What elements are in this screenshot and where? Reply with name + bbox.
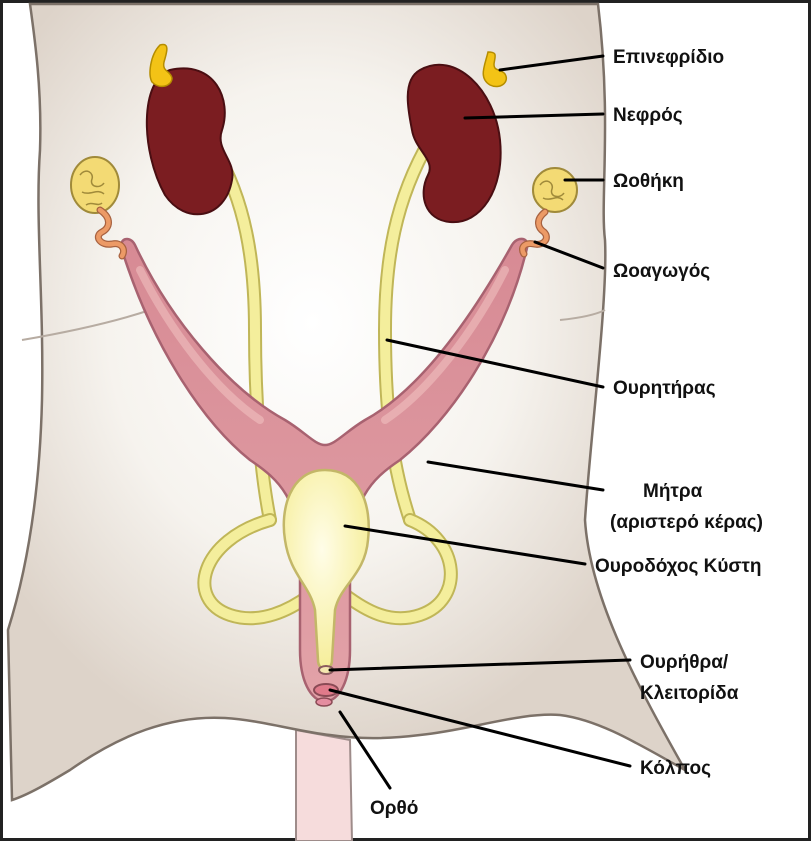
rectum-opening xyxy=(316,698,332,706)
label-rectum: Ορθό xyxy=(370,798,418,819)
tail xyxy=(296,730,352,841)
label-vagina: Κόλπος xyxy=(640,758,711,779)
label-adrenal: Επινεφρίδιο xyxy=(613,47,724,68)
label-bladder: Ουροδόχος Κύστη xyxy=(595,556,762,577)
label-urethra-line1: Ουρήθρα/ xyxy=(640,652,729,673)
label-ovary: Ωοθήκη xyxy=(613,171,684,192)
label-urethra-line2: Κλειτορίδα xyxy=(640,683,739,704)
label-oviduct: Ωοαγωγός xyxy=(613,261,710,282)
label-uterus-line1: Μήτρα xyxy=(643,481,703,502)
ovary-right xyxy=(533,168,577,212)
label-ureter: Ουρητήρας xyxy=(613,378,716,399)
ovary-left xyxy=(71,157,119,213)
label-uterus-line2: (αριστερό κέρας) xyxy=(610,512,763,533)
label-kidney: Νεφρός xyxy=(613,105,683,126)
